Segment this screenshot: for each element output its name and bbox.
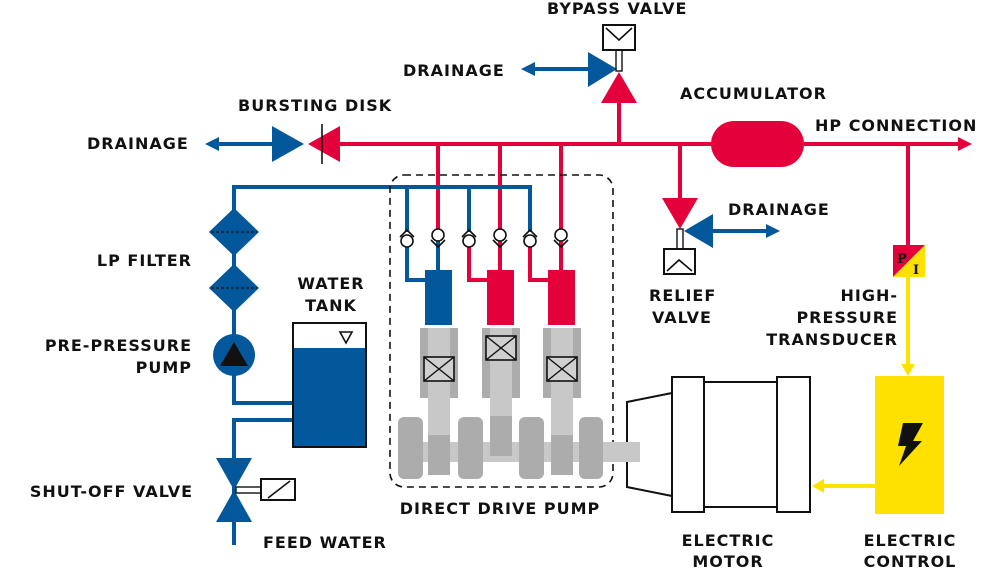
water-tank — [292, 322, 367, 448]
crank-web — [398, 417, 423, 479]
relief-valve-label-line2: VALVE — [652, 308, 712, 327]
hp-connection-label: HP CONNECTION — [815, 116, 977, 135]
transducer-p-symbol: P — [897, 252, 907, 267]
signal-arrow-icon — [901, 364, 915, 376]
water-level-triangle-icon — [338, 331, 354, 345]
crank-web — [519, 417, 544, 479]
drainage-arrow-icon — [766, 224, 780, 238]
lp-filter-2 — [209, 264, 259, 312]
bypass-valve — [521, 24, 637, 103]
water-tank-label-line1: WATER — [297, 274, 364, 293]
signal-arrow-icon — [812, 479, 824, 493]
feed-water-label: FEED WATER — [263, 533, 387, 552]
transducer-label-line2: PRESSURE — [796, 308, 898, 327]
high-pressure-transducer: P I — [893, 245, 925, 376]
pump-cylinder-2 — [467, 237, 520, 456]
transducer-label-line3: TRANSDUCER — [766, 330, 898, 349]
hp-main-line — [340, 100, 972, 245]
drainage-arrow-icon — [521, 62, 535, 76]
transducer-label-line1: HIGH- — [840, 286, 898, 305]
pre-pressure-pump — [213, 334, 255, 376]
bypass-valve-label: BYPASS VALVE — [547, 0, 687, 18]
crank-web — [579, 417, 603, 479]
pump-cylinder-1 — [405, 237, 458, 475]
accumulator — [711, 121, 804, 167]
check-valves — [399, 228, 569, 249]
lp-filter-1 — [209, 208, 259, 256]
direct-drive-pump — [389, 174, 640, 488]
lightning-bolt-icon — [898, 423, 923, 466]
pre-pressure-pump-label-line1: PRE-PRESSURE — [45, 336, 192, 355]
electric-motor — [626, 376, 811, 513]
relief-valve — [662, 198, 780, 275]
pump-cylinder-3 — [528, 237, 581, 475]
shut-off-valve-label: SHUT-OFF VALVE — [30, 482, 193, 501]
electric-control-label-line2: CONTROL — [864, 552, 957, 571]
direct-drive-pump-label: DIRECT DRIVE PUMP — [400, 499, 601, 518]
relief-valve-label-line1: RELIEF — [649, 286, 716, 305]
pre-pressure-pump-label-line2: PUMP — [136, 358, 192, 377]
lp-filter-label: LP FILTER — [97, 251, 192, 270]
electric-control-label-line1: ELECTRIC — [864, 531, 957, 550]
electric-motor-label-line2: MOTOR — [692, 552, 763, 571]
drainage-arrow-icon — [205, 137, 219, 151]
bursting-disk-label: BURSTING DISK — [238, 96, 392, 115]
drainage-label-bursting: DRAINAGE — [87, 134, 189, 153]
crank-web — [458, 417, 483, 479]
accumulator-label: ACCUMULATOR — [680, 84, 827, 103]
shut-off-valve — [216, 458, 296, 522]
drainage-label-bypass: DRAINAGE — [403, 61, 505, 80]
electric-control — [812, 376, 944, 514]
transducer-i-symbol: I — [913, 263, 919, 278]
electric-motor-label-line1: ELECTRIC — [682, 531, 775, 550]
water-tank-label-line2: TANK — [305, 296, 357, 315]
pump-boundary — [389, 174, 614, 488]
drainage-label-relief: DRAINAGE — [728, 200, 830, 219]
hp-connection-arrow-icon — [958, 137, 972, 151]
bursting-disk — [205, 124, 340, 164]
